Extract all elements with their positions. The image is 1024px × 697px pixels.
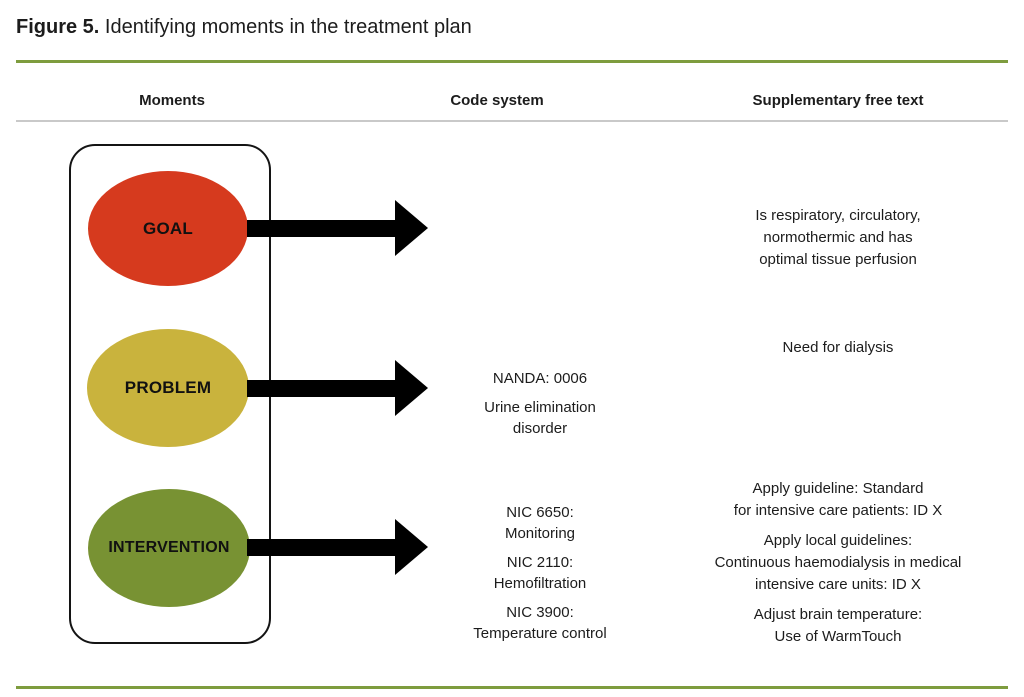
arrow-shaft (247, 220, 397, 237)
column-header-supplementary: Supplementary free text (752, 92, 924, 109)
code-line: NIC 6650: (506, 504, 574, 521)
problem-supplementary-text: Need for dialysis (698, 337, 978, 359)
supp-line: intensive care units: ID X (755, 576, 921, 593)
problem-arrow-right-icon (247, 360, 428, 416)
code-line: Urine elimination (484, 399, 596, 416)
code-line: disorder (512, 420, 568, 437)
intervention-supp-guideline: Apply guideline: Standard for intensive … (678, 478, 998, 522)
goal-arrow-right-icon (247, 200, 428, 256)
arrow-head (395, 200, 428, 256)
supp-line: Adjust brain temperature: (753, 606, 923, 623)
supp-line: Continuous haemodialysis in medical (714, 554, 962, 571)
intervention-supp-brain-temperature: Adjust brain temperature: Use of WarmTou… (678, 604, 998, 648)
intervention-code-monitoring: NIC 6650: Monitoring (440, 502, 640, 544)
arrow-shaft (247, 539, 397, 556)
code-line: NIC 3900: (506, 604, 574, 621)
problem-code-nanda: NANDA: 0006 (450, 368, 630, 389)
supp-line: normothermic and has (763, 229, 913, 246)
supp-line: Need for dialysis (782, 339, 894, 356)
supp-line: Apply guideline: Standard (752, 480, 924, 497)
problem-label: PROBLEM (124, 378, 212, 397)
supp-line: Is respiratory, circulatory, (755, 207, 921, 224)
supp-line: for intensive care patients: ID X (733, 502, 943, 519)
intervention-code-block: NIC 6650: Monitoring NIC 2110: Hemofiltr… (440, 502, 640, 644)
header-divider-rule (16, 120, 1008, 122)
problem-code-block: NANDA: 0006 Urine elimination disorder (450, 368, 630, 439)
figure-title-text: Identifying moments in the treatment pla… (99, 16, 472, 38)
goal-label: GOAL (143, 218, 193, 238)
figure-number-label: Figure 5. (16, 16, 100, 38)
code-line: Hemofiltration (493, 575, 587, 592)
column-header-code-system: Code system (450, 92, 544, 109)
goal-supplementary-text: Is respiratory, circulatory, normothermi… (698, 205, 978, 271)
top-divider-rule (16, 60, 1008, 63)
arrow-head (395, 519, 428, 575)
supp-line: optimal tissue perfusion (759, 251, 917, 268)
arrow-head (395, 360, 428, 416)
problem-code-description: Urine elimination disorder (450, 397, 630, 439)
column-header-moments: Moments (139, 92, 205, 109)
intervention-supplementary-text: Apply guideline: Standard for intensive … (678, 478, 998, 648)
bottom-divider-rule (16, 686, 1008, 689)
problem-ellipse: PROBLEM (87, 329, 249, 447)
supp-line: Use of WarmTouch (774, 628, 902, 645)
code-line: NIC 2110: (506, 554, 574, 571)
supp-line: Apply local guidelines: (763, 532, 913, 549)
code-line: Monitoring (504, 525, 576, 542)
code-line: Temperature control (473, 625, 607, 642)
intervention-supp-local-guidelines: Apply local guidelines: Continuous haemo… (678, 530, 998, 596)
intervention-code-hemofiltration: NIC 2110: Hemofiltration (440, 552, 640, 594)
goal-ellipse: GOAL (88, 171, 248, 286)
intervention-arrow-right-icon (247, 519, 428, 575)
intervention-label: INTERVENTION (108, 539, 230, 556)
code-line: NANDA: 0006 (492, 370, 588, 387)
intervention-code-temperature: NIC 3900: Temperature control (440, 602, 640, 644)
arrow-shaft (247, 380, 397, 397)
intervention-ellipse: INTERVENTION (88, 489, 250, 607)
figure-title: Figure 5. Identifying moments in the tre… (16, 16, 472, 39)
